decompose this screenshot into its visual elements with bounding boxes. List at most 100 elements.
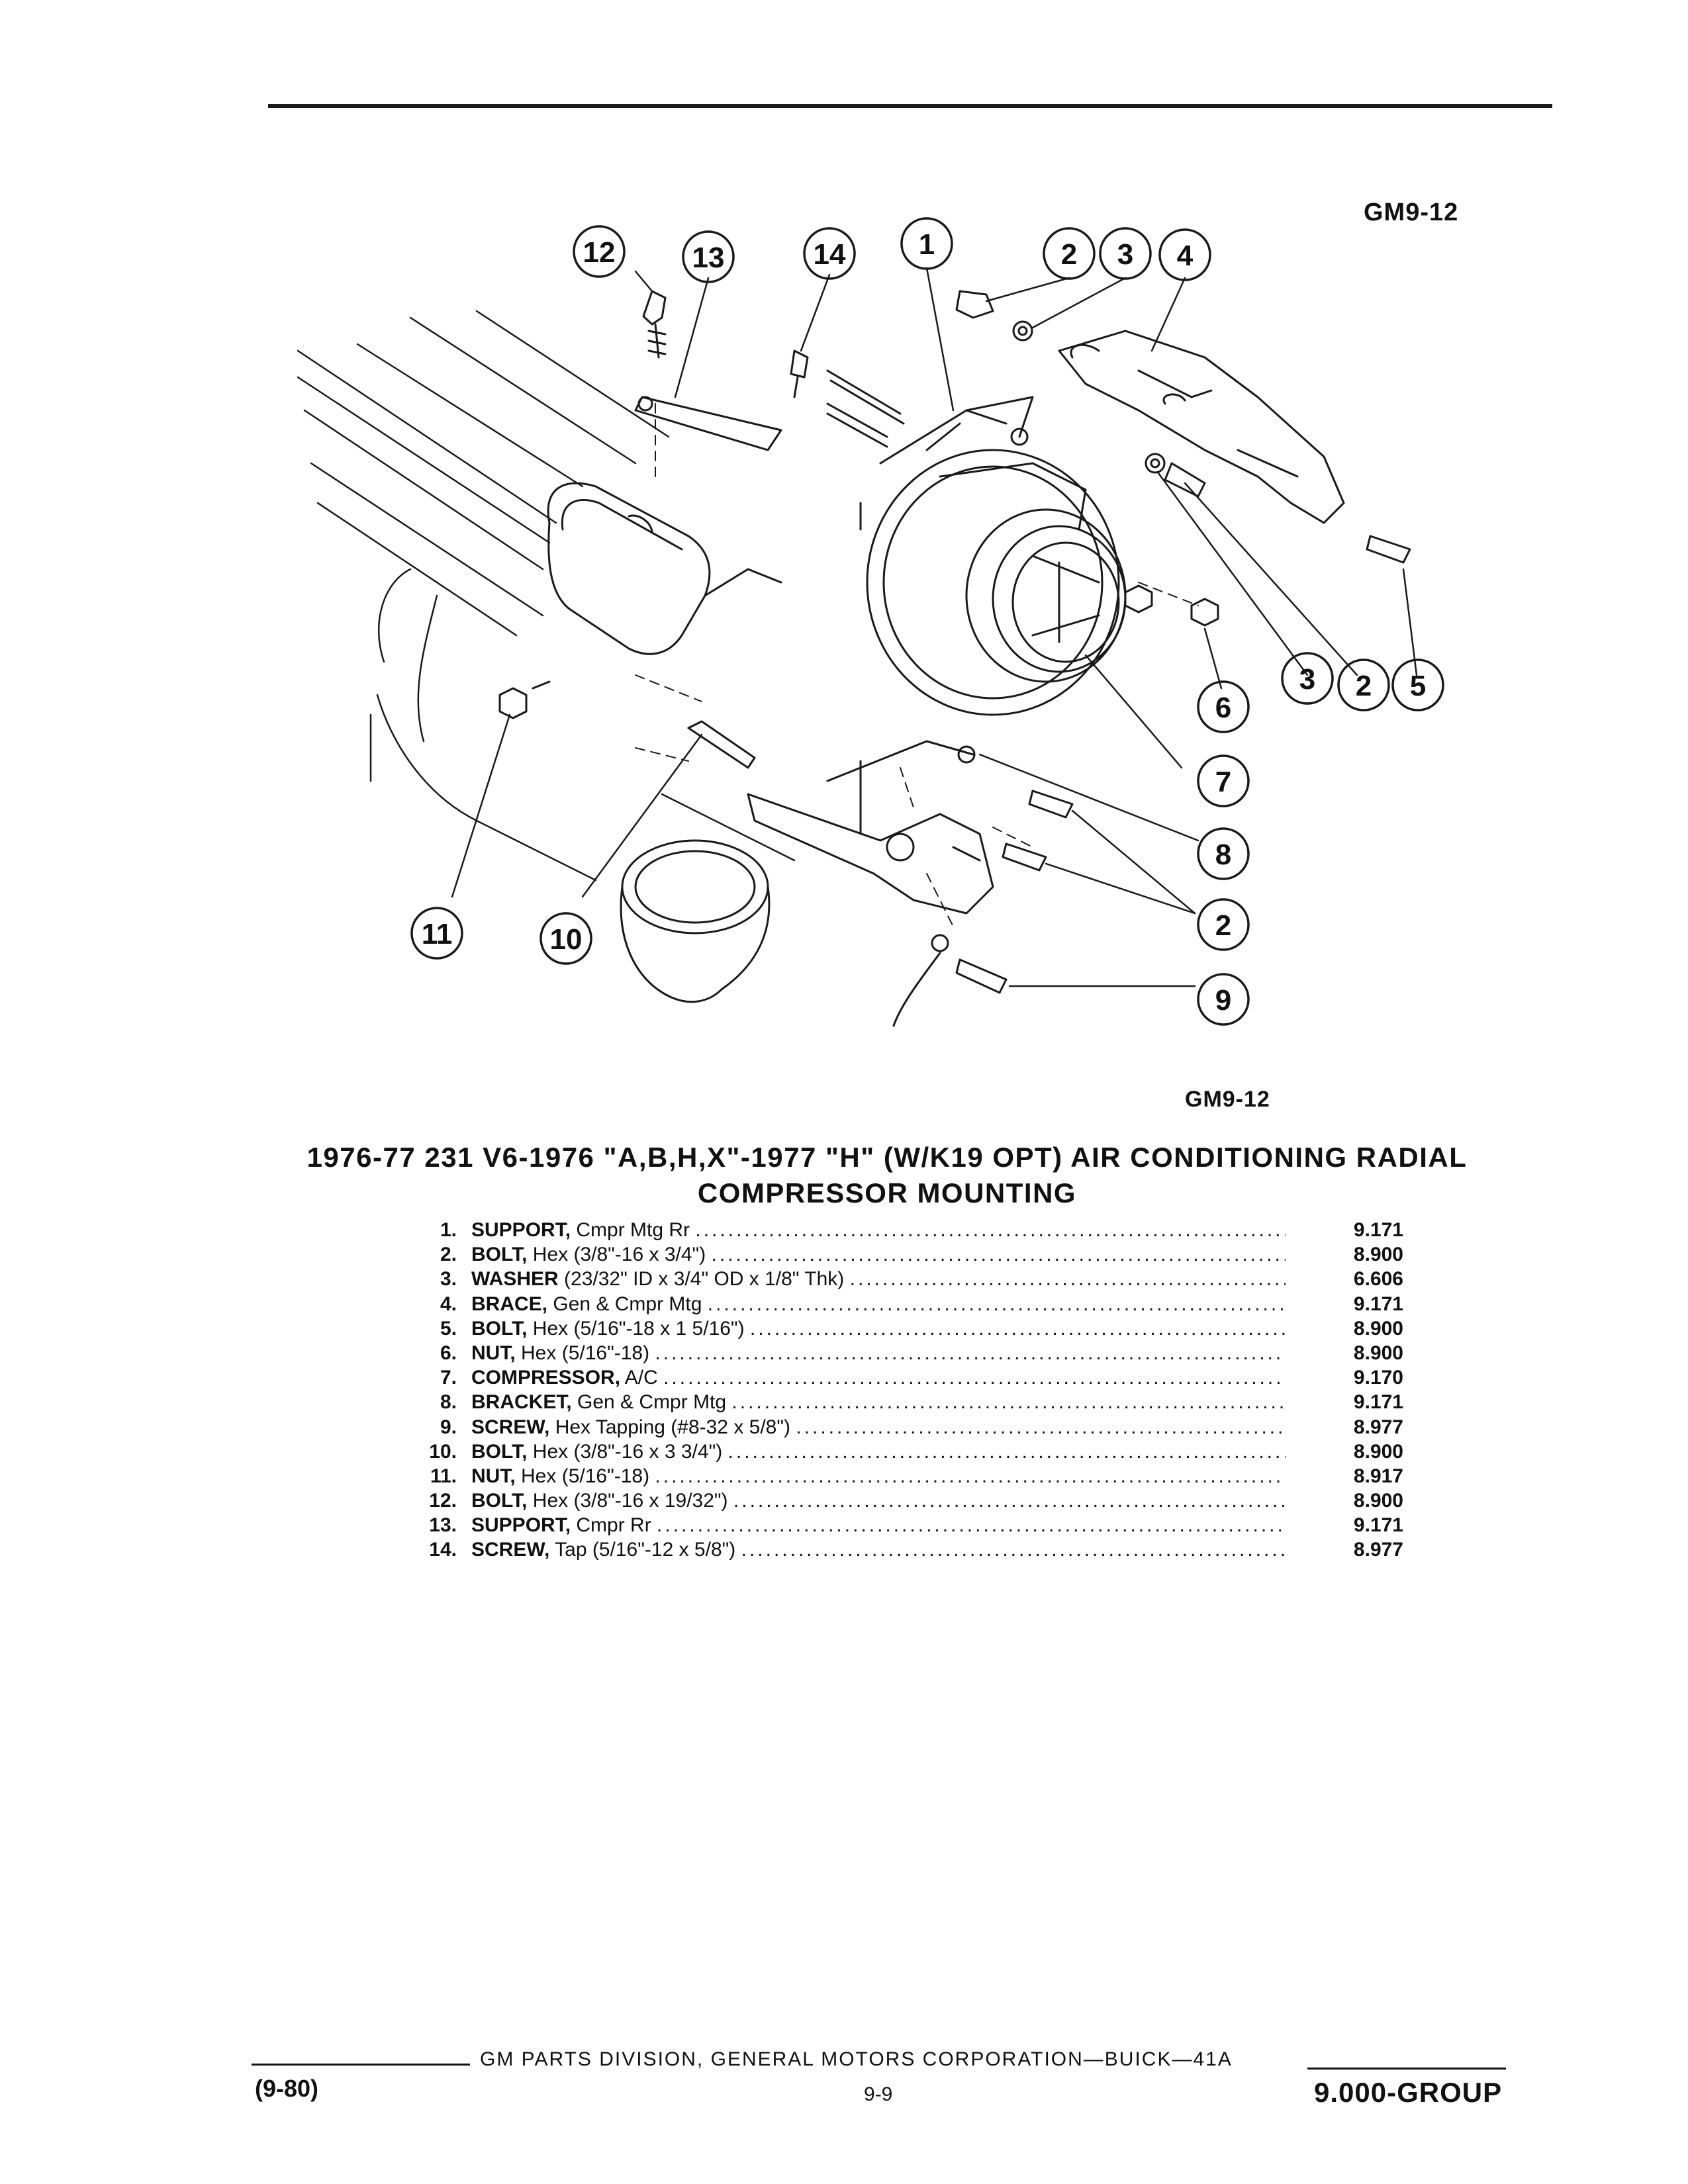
fasteners xyxy=(498,290,1411,1027)
oil-filter xyxy=(620,839,771,1003)
callout-8: 8 xyxy=(1215,839,1231,871)
leader-dots: ........................................… xyxy=(727,1440,1286,1463)
parts-list-item: 4. BRACE, Gen & Cmpr Mtg ...............… xyxy=(391,1292,1436,1316)
group-number: 9.171 xyxy=(1353,1391,1403,1414)
footer-publisher: GM PARTS DIVISION, GENERAL MOTORS CORPOR… xyxy=(480,2048,1233,2070)
part-name: SUPPORT, xyxy=(471,1219,571,1241)
part-name: BOLT, xyxy=(471,1317,528,1340)
parts-list-item: 11. NUT, Hex (5/16"-18) ................… xyxy=(391,1464,1436,1488)
part-name: BRACKET, xyxy=(471,1391,572,1414)
part-description: BRACKET, Gen & Cmpr Mtg ................… xyxy=(471,1390,1286,1414)
part-description: BOLT, Hex (3/8"-16 x 3 3/4") ...........… xyxy=(471,1439,1286,1464)
part-desc: Hex (5/16"-18 x 1 5/16") xyxy=(532,1317,745,1340)
part-name: SCREW, xyxy=(471,1539,550,1561)
part-desc: Hex (3/8"-16 x 3 3/4") xyxy=(532,1440,723,1463)
callout-10: 10 xyxy=(550,923,583,956)
callout-6: 6 xyxy=(1215,692,1231,724)
part-description: WASHER (23/32" ID x 3/4" OD x 1/8" Thk) … xyxy=(471,1267,1286,1291)
engine-block-outline xyxy=(297,310,796,882)
parts-list-item: 9. SCREW, Hex Tapping (#8-32 x 5/8") ...… xyxy=(391,1415,1436,1439)
figure-code-top: GM9-12 xyxy=(1364,199,1459,226)
part-desc: (23/32" ID x 3/4" OD x 1/8" Thk) xyxy=(564,1268,845,1291)
parts-list-item: 3. WASHER (23/32" ID x 3/4" OD x 1/8" Th… xyxy=(391,1267,1436,1291)
part-name: BOLT, xyxy=(471,1490,528,1512)
part-number: 11. xyxy=(430,1465,457,1487)
leader-dots: ........................................… xyxy=(731,1391,1286,1414)
group-number: 8.900 xyxy=(1353,1490,1403,1512)
callout-3: 3 xyxy=(1299,663,1315,696)
part-desc: Hex (3/8"-16 x 3/4") xyxy=(532,1244,706,1266)
leader-dots: ........................................… xyxy=(663,1367,1286,1389)
leader-dots: ........................................… xyxy=(655,1342,1286,1364)
leader-dots: ........................................… xyxy=(695,1219,1286,1241)
callout-4: 4 xyxy=(1177,240,1194,272)
part-description: COMPRESSOR, A/C ........................… xyxy=(471,1365,1286,1390)
parts-list: 1. SUPPORT, Cmpr Mtg Rr ................… xyxy=(391,1218,1436,1563)
callout-1: 1 xyxy=(919,228,935,261)
part-name: NUT, xyxy=(471,1465,516,1487)
part-desc: Gen & Cmpr Mtg xyxy=(553,1293,702,1315)
part-number: 9. xyxy=(440,1416,457,1438)
part-description: BOLT, Hex (3/8"-16 x 19/32") ...........… xyxy=(471,1488,1286,1513)
callout-13: 13 xyxy=(692,242,725,274)
part-number: 6. xyxy=(440,1342,457,1364)
part-number: 2. xyxy=(440,1244,457,1266)
parts-list-item: 7. COMPRESSOR, A/C .....................… xyxy=(391,1365,1436,1390)
footer-group: 9.000-GROUP xyxy=(1314,2077,1503,2108)
part-description: SCREW, Tap (5/16"-12 x 5/8") ...........… xyxy=(471,1537,1286,1562)
parts-list-item: 10. BOLT, Hex (3/8"-16 x 3 3/4") .......… xyxy=(391,1439,1436,1464)
part-name: SUPPORT, xyxy=(471,1514,571,1537)
part-desc: Gen & Cmpr Mtg xyxy=(577,1391,727,1414)
callout-7: 7 xyxy=(1215,766,1231,798)
part-description: SCREW, Hex Tapping (#8-32 x 5/8") ......… xyxy=(471,1415,1286,1439)
group-number: 8.977 xyxy=(1353,1539,1403,1561)
parts-list-item: 1. SUPPORT, Cmpr Mtg Rr ................… xyxy=(391,1218,1436,1242)
part-name: COMPRESSOR, xyxy=(471,1367,621,1389)
parts-list-item: 12. BOLT, Hex (3/8"-16 x 19/32") .......… xyxy=(391,1488,1436,1513)
part-number: 8. xyxy=(440,1391,457,1414)
part-number: 13. xyxy=(429,1514,457,1537)
part-name: BOLT, xyxy=(471,1244,528,1266)
part-description: BOLT, Hex (5/16"-18 x 1 5/16") .........… xyxy=(471,1316,1286,1341)
part-description: BOLT, Hex (3/8"-16 x 3/4") .............… xyxy=(471,1242,1286,1267)
group-number: 8.900 xyxy=(1353,1440,1403,1463)
callout-2: 2 xyxy=(1215,909,1231,942)
part-name: BRACE, xyxy=(471,1293,548,1315)
parts-list-item: 5. BOLT, Hex (5/16"-18 x 1 5/16") ......… xyxy=(391,1316,1436,1341)
callout-12: 12 xyxy=(583,236,616,269)
leader-dots: ........................................… xyxy=(796,1416,1286,1438)
part-number: 4. xyxy=(440,1293,457,1315)
parts-list-item: 13. SUPPORT, Cmpr Rr ...................… xyxy=(391,1513,1436,1537)
footer-date: (9-80) xyxy=(255,2075,319,2102)
footer-page-number: 9-9 xyxy=(864,2083,893,2105)
leader-dots: ........................................… xyxy=(741,1539,1286,1561)
group-number: 9.170 xyxy=(1353,1367,1403,1389)
group-number: 8.900 xyxy=(1353,1317,1403,1340)
part-number: 7. xyxy=(440,1367,457,1389)
callout-9: 9 xyxy=(1215,984,1231,1017)
part-desc: A/C xyxy=(624,1367,658,1389)
group-number: 9.171 xyxy=(1353,1293,1403,1315)
callout-labels: 12 13 14 1 2 3 4 3 2 5 6 7 8 2 9 11 10 xyxy=(422,228,1427,1017)
part-desc: Hex (5/16"-18) xyxy=(521,1342,650,1364)
compressor-body xyxy=(859,409,1127,716)
part-number: 3. xyxy=(440,1268,457,1291)
valve-cover xyxy=(547,482,782,655)
group-number: 9.171 xyxy=(1353,1514,1403,1537)
part-desc: Tap (5/16"-12 x 5/8") xyxy=(555,1539,736,1561)
section-title-line2: COMPRESSOR MOUNTING xyxy=(697,1177,1077,1208)
callout-11: 11 xyxy=(422,918,453,950)
callout-5: 5 xyxy=(1410,670,1426,702)
callout-2: 2 xyxy=(1061,238,1077,271)
generator-compressor-brace xyxy=(1058,330,1345,524)
callout-3: 3 xyxy=(1117,238,1133,271)
section-title: 1976-77 231 V6-1976 "A,B,H,X"-1977 "H" (… xyxy=(252,1140,1523,1211)
part-number: 10. xyxy=(429,1440,457,1463)
section-title-line1: 1976-77 231 V6-1976 "A,B,H,X"-1977 "H" (… xyxy=(306,1142,1468,1173)
exploded-parts-diagram: 12 13 14 1 2 3 4 3 2 5 6 7 8 2 9 11 10 xyxy=(297,217,1444,1027)
part-desc: Hex (3/8"-16 x 19/32") xyxy=(532,1490,728,1512)
part-desc: Hex (5/16"-18) xyxy=(521,1465,650,1487)
alignment-lines xyxy=(635,403,1199,927)
group-number: 8.977 xyxy=(1353,1416,1403,1438)
part-name: BOLT, xyxy=(471,1440,528,1463)
